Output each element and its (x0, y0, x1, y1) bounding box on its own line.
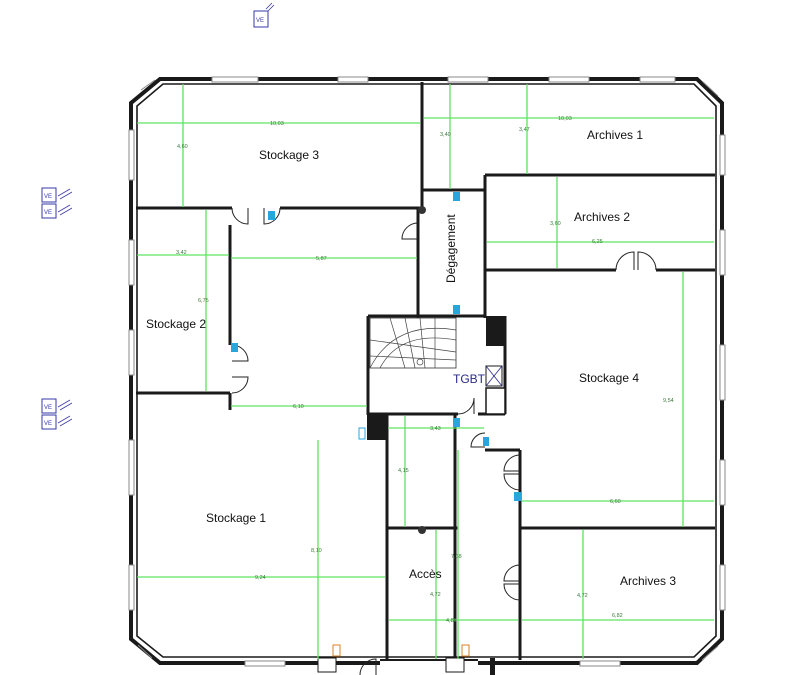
ve-icon: VE (41, 187, 73, 203)
dim-a3-width: 6,82 (612, 613, 623, 619)
dim-lower-width: 6,10 (293, 404, 304, 410)
dim-corr-width: 5,87 (316, 256, 327, 262)
dim-s3-height: 4,60 (177, 144, 188, 150)
svg-text:VE: VE (44, 421, 52, 427)
room-acces: Accès (409, 567, 442, 581)
dim-acces-width: 4,89 (446, 618, 457, 624)
dim-s4-width: 6,60 (610, 499, 621, 505)
room-tgbt: TGBT (453, 372, 486, 386)
dim-a3-height: 4,72 (577, 593, 588, 599)
dim-acces-h-right: 7,68 (451, 554, 462, 560)
dim-a1-h-right: 3,47 (519, 127, 530, 133)
dimension-lines (137, 84, 714, 659)
staircase (369, 317, 457, 369)
dim-a1-width: 10,03 (558, 116, 572, 122)
ve-symbols: VE VE VE VE VE (41, 2, 275, 430)
dim-small-height: 4,15 (398, 468, 409, 474)
ve-icon: VE (41, 398, 73, 414)
room-stockage-1: Stockage 1 (206, 511, 266, 525)
dim-s4-height: 9,54 (663, 398, 674, 404)
doors (231, 207, 657, 601)
svg-text:VE: VE (44, 194, 52, 200)
extinguisher-markers (231, 192, 521, 501)
svg-text:VE: VE (44, 405, 52, 411)
room-degagement: Dégagement (444, 214, 458, 283)
room-stockage-3: Stockage 3 (259, 148, 319, 162)
dim-s2-width: 3,42 (176, 250, 187, 256)
room-stockage-4: Stockage 4 (579, 371, 639, 385)
dim-s2-height: 6,75 (198, 298, 209, 304)
svg-text:VE: VE (256, 18, 264, 24)
ve-icon: VE (253, 2, 275, 28)
room-archives-2: Archives 2 (574, 210, 630, 224)
room-labels: Stockage 3 Archives 1 Archives 2 Dégagem… (146, 128, 676, 588)
room-archives-3: Archives 3 (620, 574, 676, 588)
dimension-labels: 10,03 4,60 10,03 3,40 3,47 3,60 6,25 3,4… (176, 116, 674, 624)
windows (128, 76, 726, 667)
svg-text:VE: VE (44, 210, 52, 216)
room-stockage-2: Stockage 2 (146, 317, 206, 331)
column-marker (418, 206, 426, 214)
dim-a2-height: 3,60 (550, 221, 561, 227)
ve-icon: VE (41, 414, 73, 430)
column-marker (418, 526, 426, 534)
dim-a1-h-left: 3,40 (440, 132, 451, 138)
bottom-entrances (317, 644, 495, 675)
ve-icon: VE (41, 203, 73, 219)
dim-small-width: 3,43 (430, 426, 441, 432)
dim-s1-height: 8,10 (311, 548, 322, 554)
tgbt-panel (485, 365, 503, 387)
dim-s1-width: 9,24 (255, 575, 266, 581)
dim-a2-width: 6,25 (592, 239, 603, 245)
dim-s3-width: 10,03 (270, 121, 284, 127)
room-archives-1: Archives 1 (587, 128, 643, 142)
wall-blocks (367, 316, 506, 440)
dim-acces-height: 4,72 (430, 592, 441, 598)
